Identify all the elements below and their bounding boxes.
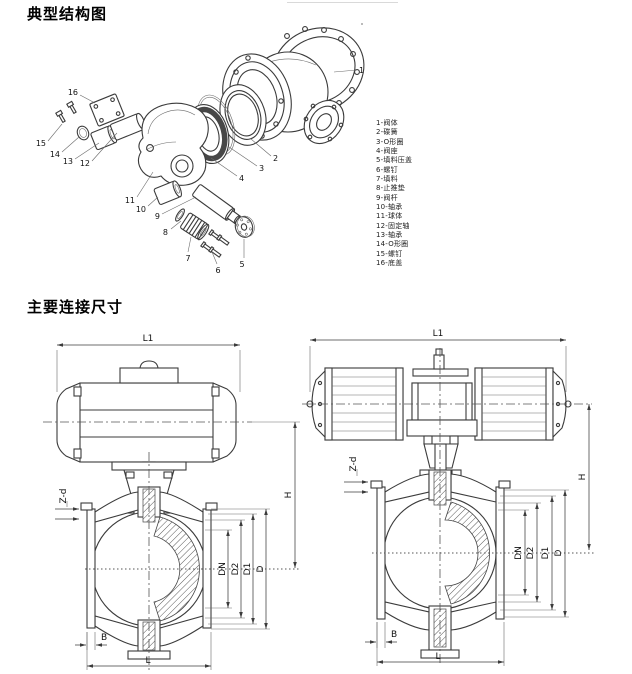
dim-h-left: H [284, 492, 294, 499]
callout-5: 5 [239, 260, 244, 269]
dim-d2-right: D2 [526, 547, 536, 560]
dim-d-left: D [256, 565, 266, 572]
left-actuator [43, 360, 252, 463]
scan-artifact [361, 23, 363, 25]
parts-list-item: 15-螺钉 [376, 249, 403, 258]
parts-list-item: 14-O形圈 [376, 240, 409, 249]
dim-d2-left: D2 [231, 563, 241, 576]
parts-list-item: 8-止推垫 [376, 184, 405, 193]
parts-list-item: 1-阀体 [376, 119, 398, 127]
dim-d1-right: D1 [541, 547, 551, 560]
part-ball [137, 102, 209, 186]
callout-12: 12 [80, 159, 90, 168]
parts-list-item: 5-填料压盖 [376, 156, 413, 165]
parts-list-item: 6-螺钉 [376, 165, 398, 174]
callout-14: 14 [50, 150, 60, 159]
part-thrust-washer [175, 208, 185, 222]
dim-zd-right: Z-d [349, 457, 359, 472]
left-dimensions: L1 H Z-d DN D2 D1 D [55, 334, 300, 670]
right-dimensions: L1 H Z-d DN D2 D1 D [309, 329, 591, 666]
part-packing [180, 212, 210, 241]
callout-10: 10 [136, 205, 146, 214]
callout-6: 6 [215, 266, 220, 275]
callout-11: 11 [125, 196, 135, 205]
part-o-ring-small [76, 125, 90, 141]
callout-8: 8 [163, 228, 168, 237]
callout-4: 4 [239, 174, 244, 183]
part-screws-15 [55, 100, 77, 124]
dim-zd-left: Z-d [59, 489, 69, 504]
parts-list-item: 9-阀杆 [376, 193, 398, 202]
callout-2: 2 [273, 154, 278, 163]
callout-9: 9 [155, 212, 160, 221]
exploded-view: 1 2 3 4 5 6 7 8 9 10 11 12 13 14 15 16 [36, 26, 365, 275]
right-actuator [302, 348, 592, 486]
dim-dn-right: DN [514, 546, 524, 560]
dim-l1-left: L1 [143, 334, 154, 344]
parts-list-item: 7-填料 [376, 175, 398, 184]
parts-list-item: 10-轴承 [376, 203, 403, 212]
callout-16: 16 [68, 88, 78, 97]
parts-list-item: 13-轴承 [376, 231, 403, 240]
callout-15: 15 [36, 139, 46, 148]
dim-l-right: L [435, 652, 440, 662]
parts-list-item: 16-底盖 [376, 259, 403, 268]
parts-list-item: 11-球体 [376, 212, 403, 221]
part-screws-6 [200, 229, 230, 258]
dim-h-right: H [578, 474, 588, 481]
callout-numbers: 1 2 3 4 5 6 7 8 9 10 11 12 13 14 15 16 [36, 66, 364, 275]
callout-13: 13 [63, 157, 73, 166]
parts-list-item: 12-固定轴 [376, 221, 410, 230]
part-gland-flange [234, 215, 255, 238]
part-bearing-10 [153, 180, 182, 205]
parts-list-item: 2-碟簧 [376, 128, 398, 137]
dim-l1-right: L1 [433, 329, 444, 339]
dim-b-left: B [101, 633, 107, 643]
right-dimension-drawing: L1 H Z-d DN D2 D1 D [302, 329, 596, 666]
scan-artifact [287, 2, 398, 3]
parts-list-item: 3-O形圈 [376, 137, 404, 146]
callout-leaders [47, 69, 358, 265]
part-bottom-cover [89, 93, 125, 127]
dim-dn-left: DN [218, 562, 228, 576]
callout-1: 1 [359, 66, 364, 75]
dim-l-left: L [145, 656, 150, 666]
left-dimension-drawing: L1 H Z-d DN D2 D1 D [43, 334, 300, 670]
dim-b-right: B [391, 630, 397, 640]
dimensions-section-title: 主要连接尺寸 [27, 298, 124, 316]
structure-section-title: 典型结构图 [27, 5, 108, 23]
parts-list-item: 4-阀座 [376, 147, 398, 156]
callout-3: 3 [259, 164, 264, 173]
parts-list: 1-阀体 2-碟簧 3-O形圈 4-阀座 5-填料压盖 6-螺钉 7-填料 8-… [376, 119, 412, 269]
dim-d1-left: D1 [243, 563, 253, 576]
left-valve-body [80, 452, 300, 670]
right-valve-body [370, 348, 596, 666]
dim-d-right: D [554, 549, 564, 556]
callout-7: 7 [185, 254, 190, 263]
